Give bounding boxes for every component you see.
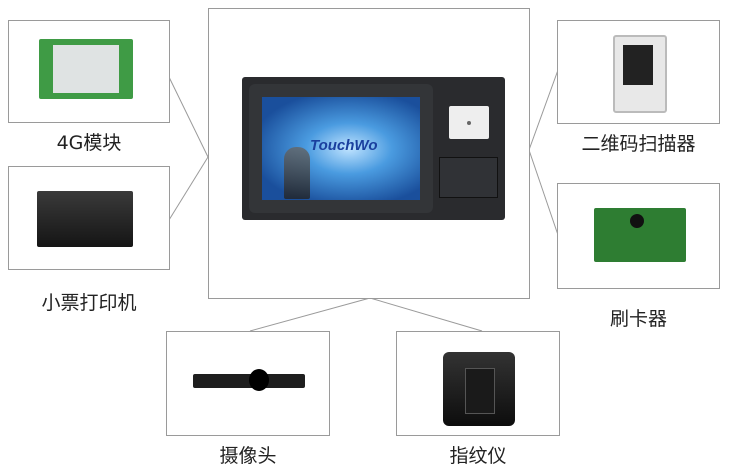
scanner-box — [557, 20, 720, 124]
fingerprint-label: 指纹仪 — [449, 445, 507, 467]
scanner-window — [449, 106, 489, 139]
scanner-label: 二维码扫描器 — [581, 133, 696, 155]
screen-bezel: TouchWo — [249, 84, 433, 213]
printer-label: 小票打印机 — [41, 292, 137, 314]
printer-box — [8, 166, 170, 270]
lte-module-label: 4G模块 — [56, 132, 122, 154]
robot-hand-graphic — [284, 147, 310, 199]
printer-slot — [439, 157, 498, 198]
card-reader-image — [594, 208, 686, 262]
connector-scanner — [528, 69, 559, 151]
camera-box — [166, 331, 330, 436]
connector-lte — [168, 76, 209, 158]
camera-image — [193, 369, 305, 391]
device-body: TouchWo — [242, 77, 505, 220]
fingerprint-image — [443, 352, 515, 426]
fingerprint-box — [396, 331, 560, 436]
connector-fingerprint — [369, 297, 483, 332]
card-reader-label: 刷卡器 — [609, 308, 667, 330]
connector-printer — [168, 156, 209, 221]
lte-module-box — [8, 20, 170, 123]
main-device-box: TouchWo — [208, 8, 530, 299]
lte-module-image — [39, 39, 133, 99]
brand-logo: TouchWo — [310, 137, 378, 154]
card-reader-box — [557, 183, 720, 289]
connector-camera — [249, 297, 371, 332]
screen: TouchWo — [262, 97, 420, 200]
scanner-image — [613, 35, 667, 113]
camera-label: 摄像头 — [219, 445, 277, 467]
printer-image — [37, 191, 133, 247]
connector-card-reader — [528, 149, 559, 236]
